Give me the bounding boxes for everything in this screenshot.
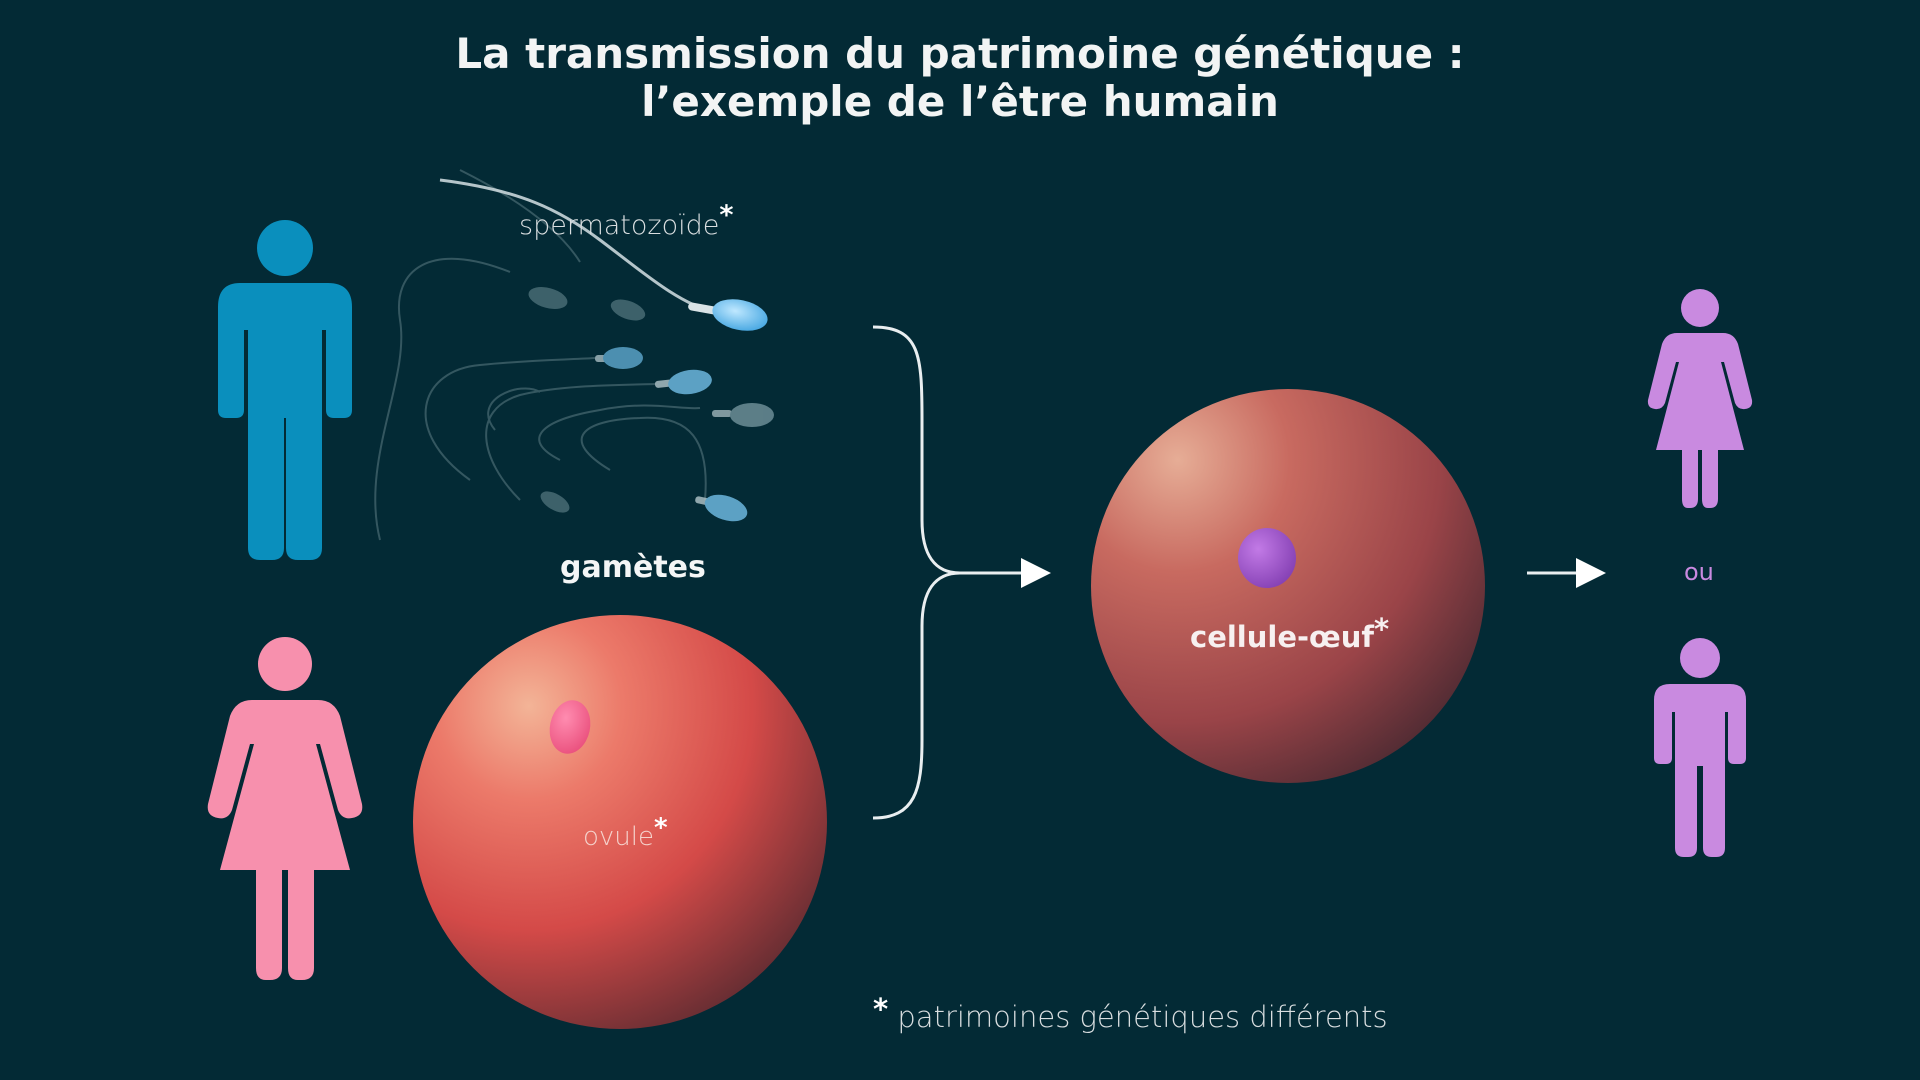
zygote — [1091, 389, 1485, 783]
gametes-label: gamètes — [560, 550, 706, 585]
father-icon — [218, 220, 352, 560]
ovum-nucleus — [549, 700, 591, 754]
ovum — [413, 615, 827, 1029]
brace — [872, 325, 1045, 820]
sperm-label: spermatozoïde* — [519, 200, 734, 241]
zygote-nucleus — [1238, 528, 1296, 588]
title-line-1: La transmission du patrimoine génétique … — [455, 29, 1465, 78]
sperm-group — [374, 169, 774, 541]
ovum-label: ovule* — [583, 813, 668, 852]
or-label: ou — [1684, 558, 1714, 586]
title-line-2: l’exemple de l’être humain — [641, 77, 1279, 126]
sperm-heads — [528, 287, 774, 522]
child-girl-icon — [1647, 289, 1753, 508]
mother-icon — [207, 637, 363, 980]
child-boy-icon — [1654, 638, 1746, 857]
zygote-label: cellule-œuf* — [1190, 612, 1390, 654]
footnote: * patrimoines génétiques différents — [873, 992, 1388, 1034]
